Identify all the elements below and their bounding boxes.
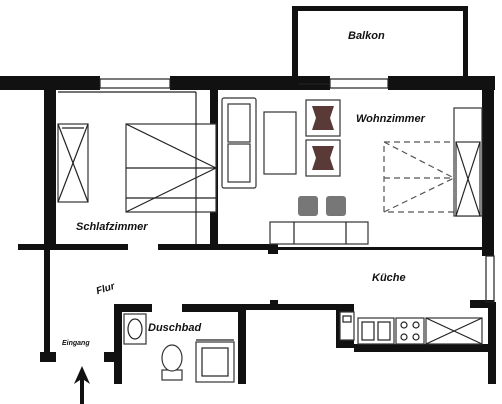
chair bbox=[326, 196, 346, 216]
washbasin bbox=[123, 313, 147, 345]
bedroom-furniture bbox=[57, 91, 217, 244]
label-hallway: Flur bbox=[95, 281, 117, 298]
label-balcony: Balkon bbox=[348, 30, 385, 42]
label-bedroom: Schlafzimmer bbox=[76, 221, 148, 233]
bathroom-furniture bbox=[123, 313, 235, 383]
chair bbox=[298, 196, 318, 216]
coffee-table bbox=[263, 111, 297, 175]
stove bbox=[395, 317, 425, 345]
arrow-up-icon bbox=[74, 366, 90, 404]
kitchen-furniture bbox=[339, 311, 483, 345]
label-shower-bath: Duschbad bbox=[148, 322, 201, 334]
living-furniture bbox=[221, 97, 483, 245]
label-entrance: Eingang bbox=[62, 340, 90, 347]
label-kitchen: Küche bbox=[372, 272, 406, 284]
toilet bbox=[161, 344, 183, 372]
label-living-room: Wohnzimmer bbox=[356, 113, 426, 125]
windows bbox=[99, 78, 495, 303]
sideboard bbox=[269, 221, 369, 245]
